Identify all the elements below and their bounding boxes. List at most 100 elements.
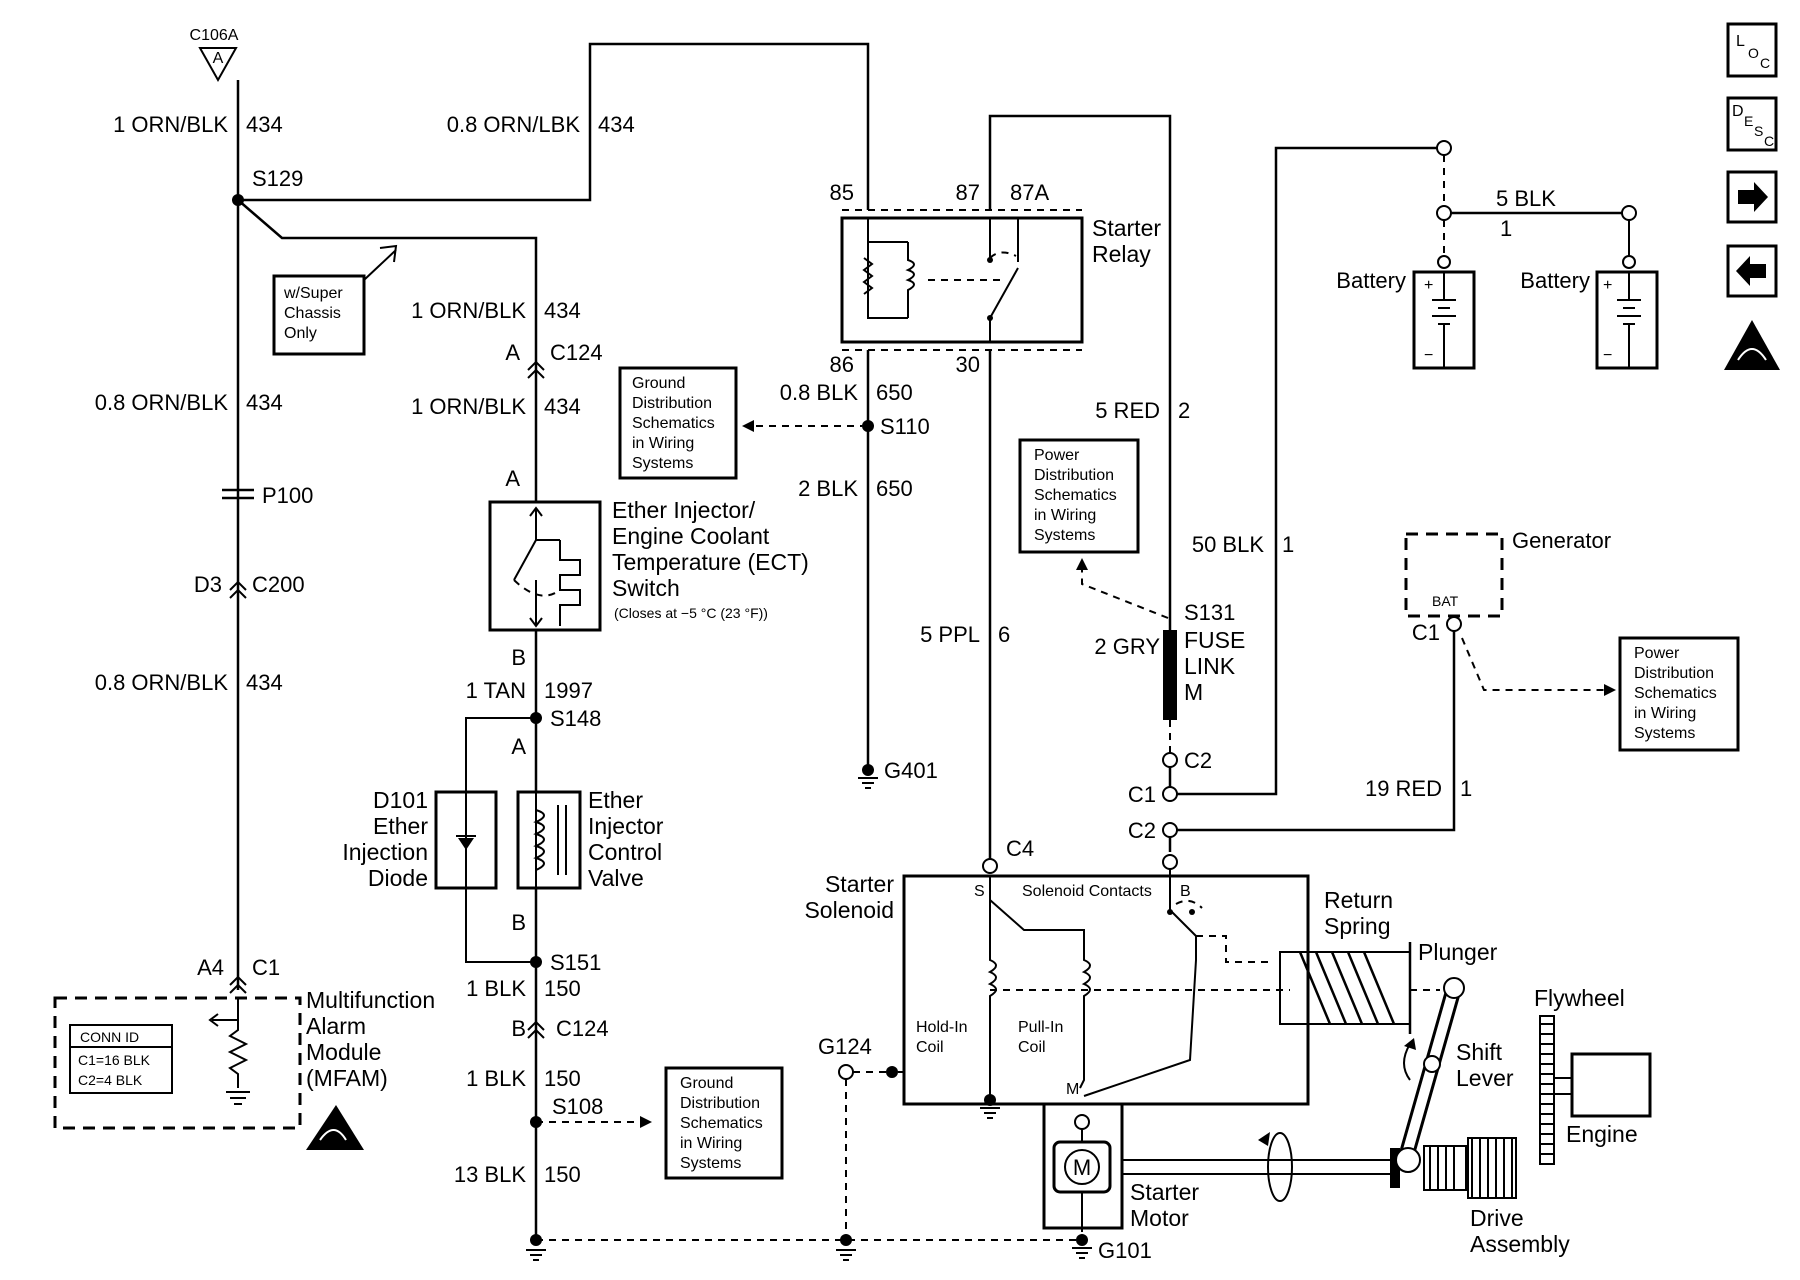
return-spring-symbol xyxy=(1298,951,1396,1025)
loc-button-frame[interactable] xyxy=(1726,22,1778,78)
power-ref-middle-l2: Distribution xyxy=(1034,467,1114,484)
motor-symbol xyxy=(1064,1149,1100,1185)
plunger-label: Plunger xyxy=(1418,939,1498,965)
splice-s129-label: S129 xyxy=(252,166,303,191)
valve-label-1: Ether xyxy=(588,787,643,813)
desc-button-d: D xyxy=(1732,103,1744,120)
shift-lever-label-2: Lever xyxy=(1456,1065,1514,1091)
crankshaft xyxy=(1554,1077,1572,1095)
relay-pin-87: 87 xyxy=(956,180,980,205)
valve-label-3: Control xyxy=(588,839,662,865)
ect-pin-b: B xyxy=(511,645,526,670)
wire-w17-label: 19 RED xyxy=(1365,776,1442,801)
shift-lever-rotation-arrow-icon xyxy=(1403,1043,1411,1081)
flywheel-symbol xyxy=(1539,1015,1555,1165)
ground-ref-bottom-l1: Ground xyxy=(680,1075,733,1092)
solenoid-ground-symbol xyxy=(980,1107,1000,1119)
ect-note: (Closes at −5 °C (23 °F)) xyxy=(614,605,768,621)
wire-w13-label: 5 PPL xyxy=(920,622,980,647)
solenoid-s-terminal xyxy=(982,858,998,874)
wire-w11-circuit: 650 xyxy=(876,380,913,405)
starter-relay: 85 87 87A 86 30 Starter Relay xyxy=(830,114,1172,862)
prev-button[interactable] xyxy=(1726,244,1778,298)
wire-w6-label: 0.8 ORN/BLK xyxy=(95,670,229,695)
wire-w5-label: 0.8 ORN/BLK xyxy=(95,390,229,415)
solenoid-contact-path xyxy=(1083,869,1197,1097)
ect-pin-a: A xyxy=(505,466,520,491)
ect-switch-box xyxy=(488,500,602,632)
c1-terminal xyxy=(1162,786,1178,802)
loc-button-o: O xyxy=(1748,45,1759,61)
flywheel-label: Flywheel xyxy=(1534,985,1625,1011)
left-ground-symbol xyxy=(526,1249,546,1261)
fuse-link-circuit: 5 RED 2 S131 2 GRY FUSE LINK M C2 C1 C2 xyxy=(1094,398,1245,870)
drive-yoke xyxy=(1395,1147,1421,1173)
relay-title-1: Starter xyxy=(1092,215,1161,241)
power-ref-right-l1: Power xyxy=(1634,645,1680,662)
g124-terminal xyxy=(838,1064,854,1080)
ect-linkage xyxy=(513,579,561,597)
relay-pin-30: 30 xyxy=(956,352,980,377)
esd-warning-icon xyxy=(306,1105,364,1150)
loc-button[interactable]: L O C xyxy=(1726,22,1778,78)
c124-bottom-pin: B xyxy=(511,1016,526,1041)
relay-30-pivot xyxy=(987,315,993,321)
wire-w2-circuit: 434 xyxy=(598,112,635,137)
battery-2-cells xyxy=(1617,272,1641,368)
desc-button-frame[interactable] xyxy=(1726,96,1778,152)
power-ref-middle-l5: Systems xyxy=(1034,527,1095,544)
next-button[interactable] xyxy=(1726,170,1778,224)
shaft-rotation-arrowhead xyxy=(1258,1132,1270,1146)
wire-w1-circuit: 434 xyxy=(246,112,283,137)
solenoid-title-2: Solenoid xyxy=(804,897,894,923)
mfam-label-2: Alarm xyxy=(306,1013,366,1039)
motor-m-label: M xyxy=(1073,1155,1091,1180)
generator-label: Generator xyxy=(1512,528,1611,553)
return-spring-label-1: Return xyxy=(1324,887,1393,913)
drive-pinion-teeth xyxy=(1471,1138,1513,1198)
battery-1-plus: + xyxy=(1424,277,1433,294)
ground-g401-label: G401 xyxy=(884,758,938,783)
solenoid-s-pin: S xyxy=(974,883,985,900)
drive-collar xyxy=(1390,1148,1400,1188)
super-chassis-note-box xyxy=(272,274,366,356)
loc-button-c: C xyxy=(1760,55,1770,71)
diode-symbol xyxy=(458,838,474,850)
solenoid-m-pin: M xyxy=(1066,1081,1079,1098)
wire-w1-label: 1 ORN/BLK xyxy=(113,112,228,137)
fuse-label-3: M xyxy=(1184,679,1203,705)
wire-w14-label: 5 RED xyxy=(1095,398,1160,423)
battery-link-terminal-2 xyxy=(1621,205,1637,221)
wire-super-chassis-branch xyxy=(237,199,538,370)
nav-toolbar: L O C D E S C xyxy=(1724,22,1780,370)
splice-s148-label: S148 xyxy=(550,706,601,731)
splice-p100-label: P100 xyxy=(262,483,313,508)
conn-id-c1: C1=16 BLK xyxy=(78,1052,151,1068)
desc-button[interactable]: D E S C xyxy=(1726,96,1778,152)
power-ref-box-middle: Power Distribution Schematics in Wiring … xyxy=(1018,438,1169,619)
ground-ref-bottom-outline xyxy=(664,1066,784,1180)
c124-bottom-label: C124 xyxy=(556,1016,609,1041)
power-ref-middle-arrow-icon xyxy=(1076,558,1088,570)
c2-top-terminal xyxy=(1162,752,1178,768)
wire-w8-label: 1 BLK xyxy=(466,976,526,1001)
ground-ref-top-l5: Systems xyxy=(632,455,693,472)
starter-motor: M G101 Starter Motor xyxy=(1042,1102,1390,1263)
wire-w18-circuit: 1 xyxy=(1500,216,1512,241)
wire-w12-label: 2 BLK xyxy=(798,476,858,501)
diode-label-2: Ether xyxy=(373,813,428,839)
c124-bottom-connector-symbol xyxy=(527,1020,545,1039)
super-chassis-note: w/Super Chassis Only xyxy=(237,199,538,370)
generator-bat-terminal xyxy=(1446,616,1462,632)
esd-warning-icon xyxy=(1724,320,1780,370)
wire-w6-circuit: 434 xyxy=(246,670,283,695)
shaft-rotation-arrow-icon xyxy=(1267,1132,1293,1202)
valve-pin-b: B xyxy=(511,910,526,935)
starter-solenoid: C4 Starter Solenoid S B Solenoid Contact… xyxy=(804,836,1310,1119)
valve-core xyxy=(557,805,567,875)
c4-label: C4 xyxy=(1006,836,1034,861)
relay-pin-86: 86 xyxy=(830,352,854,377)
conn-id-box xyxy=(69,1024,173,1094)
wire-w14-circuit: 2 xyxy=(1178,398,1190,423)
